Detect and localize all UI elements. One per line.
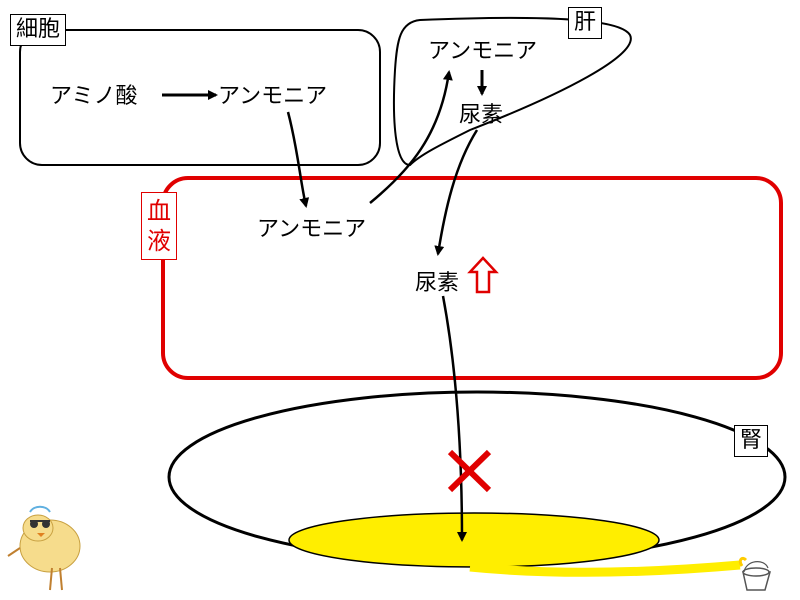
blood-ammonia-text: アンモニア xyxy=(257,217,367,242)
urine-stream xyxy=(469,560,741,577)
blood-label: 血 液 xyxy=(141,192,177,260)
liver-label: 肝 xyxy=(568,7,603,39)
blood-label-line1: 血 xyxy=(147,197,171,225)
arrow-blood-to-urine xyxy=(441,295,467,542)
blood-urea-text: 尿素 xyxy=(415,271,460,296)
blood-label-line2: 液 xyxy=(147,227,171,255)
urine-pool xyxy=(288,512,660,568)
cross-mark-icon xyxy=(447,449,492,493)
cell-amino-acid-text: アミノ酸 xyxy=(50,84,138,109)
chick-illustration xyxy=(7,505,81,591)
liver-shape xyxy=(392,16,632,167)
kidney-label: 腎 xyxy=(734,425,769,457)
up-arrow-icon xyxy=(467,256,499,294)
liver-urea-text: 尿素 xyxy=(459,103,504,128)
blood-box xyxy=(161,176,783,380)
cell-ammonia-text: アンモニア xyxy=(218,84,328,109)
cell-box xyxy=(19,29,381,166)
liver-ammonia-text: アンモニア xyxy=(428,39,538,64)
cell-label: 細胞 xyxy=(10,14,67,46)
arrow-blood-to-liver xyxy=(369,70,453,204)
arrow-liver-to-blood xyxy=(434,129,479,256)
bucket-illustration xyxy=(738,556,771,591)
arrow-cell-to-blood xyxy=(286,111,310,208)
